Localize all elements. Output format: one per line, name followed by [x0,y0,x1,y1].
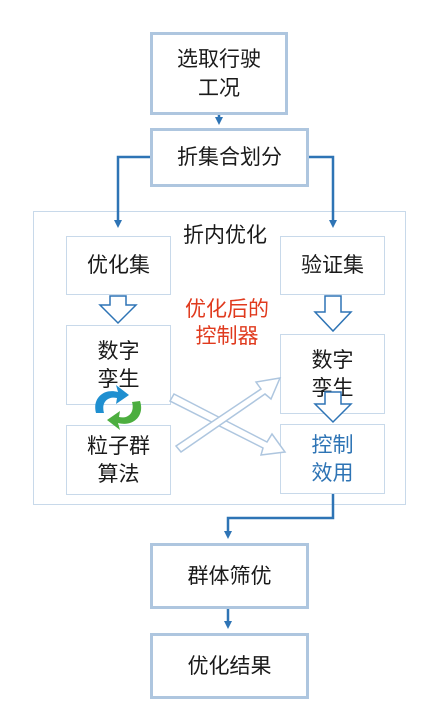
inner-optimization-container [33,211,406,505]
optimization-result-label: 优化结果 [187,653,272,678]
digital-twin-left-box: 数字 孪生 [66,325,171,405]
pso-algorithm-label: 粒子群 算法 [87,433,150,486]
hollow-arrow-val-to-twin [313,295,353,333]
optimization-result-box: 优化结果 [150,633,309,699]
hollow-cross-arrow-up [174,377,282,454]
control-effect-label: 控制 效用 [311,432,354,485]
optimization-set-label: 优化集 [87,253,150,278]
group-screening-label: 群体筛优 [187,563,272,588]
hollow-arrow-opt-to-twin [98,295,138,325]
arrow-split-to-val-set [309,155,337,228]
select-conditions-label: 选取行驶 工况 [177,47,261,100]
hollow-arrow-twin-to-effect [313,391,353,424]
fold-split-label: 折集合划分 [177,145,282,170]
hollow-cross-arrow-down [168,393,287,456]
cycle-icon [95,385,142,430]
control-effect-box: 控制 效用 [280,424,385,494]
fold-split-box: 折集合划分 [150,128,309,187]
validation-set-label: 验证集 [301,253,364,278]
inner-optimization-title: 折内优化 [183,223,267,247]
pso-algorithm-box: 粒子群 算法 [66,425,171,495]
group-screening-box: 群体筛优 [150,543,309,609]
optimized-controller-annotation: 优化后的 控制器 [185,297,269,349]
select-conditions-box: 选取行驶 工况 [150,32,288,115]
arrow-split-to-opt-set [114,155,150,228]
optimization-set-box: 优化集 [66,236,171,295]
arrow-effect-to-screen [224,494,335,539]
validation-set-box: 验证集 [280,236,385,295]
